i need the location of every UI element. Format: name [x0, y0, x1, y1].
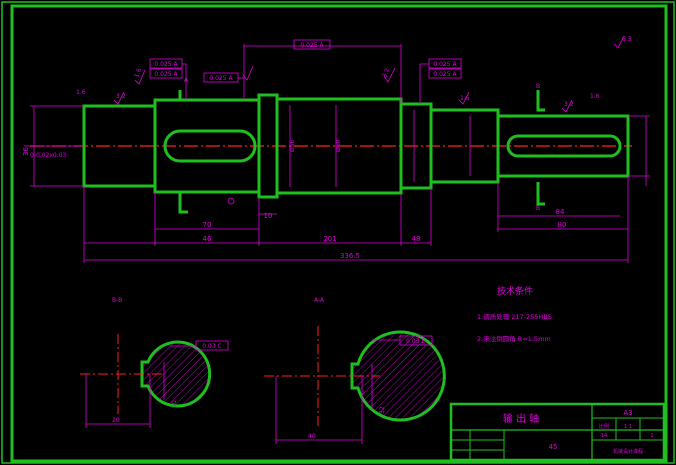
- tech-item-1: 1.调质处理 217-255HBS: [477, 312, 552, 321]
- frame-mid: [203, 72, 239, 83]
- dim-span-right: 48: [412, 235, 421, 243]
- section-b-width: 20: [112, 417, 120, 424]
- frame-right-b: [428, 68, 462, 79]
- dim-small-step: 10: [264, 212, 273, 220]
- roughness-symbols: [113, 35, 625, 113]
- drawing-frame-inner: [10, 4, 668, 463]
- dim-dia-step: Ø56: [289, 139, 296, 152]
- section-a-label: A-A: [314, 297, 325, 304]
- title-block-cell-a: 比例: [599, 423, 609, 430]
- section-a-depth: 52: [379, 406, 386, 414]
- tech-title: 技术条件: [497, 285, 533, 297]
- section-a-frame: [399, 335, 433, 346]
- dim-total-length: 336.5: [340, 252, 360, 260]
- dimension-lines: [24, 44, 650, 263]
- dim-span-mid: 201: [323, 235, 336, 243]
- frame-left-text: 0.025 A: [154, 61, 178, 68]
- section-mark-b-top: B: [536, 83, 540, 90]
- section-mark-b-bottom: B: [536, 205, 540, 212]
- frame-right: [428, 58, 462, 69]
- roughness-r1: 1.6: [76, 89, 86, 96]
- roughness-r7: 3.2: [564, 101, 574, 108]
- title-block-cell-d: 14: [601, 433, 607, 439]
- title-block-cell-b: 1:1: [624, 424, 632, 430]
- roughness-general: 6.3: [622, 36, 632, 43]
- dim-span-left: 46: [203, 235, 212, 243]
- title-block-cell-c: 1: [650, 433, 653, 439]
- section-b-depth: 50: [171, 400, 178, 408]
- frame-right-text: 0.025 A: [433, 61, 457, 68]
- dim-keyway-left: 70: [203, 221, 212, 229]
- section-mark-circle: [227, 197, 235, 205]
- title-block-sheet: A3: [623, 409, 632, 417]
- dim-right-shaft-len: 84: [556, 208, 565, 216]
- section-b-label: B-B: [112, 297, 122, 304]
- dimension-labels: 336.5 46 201 48 70 10 80 84 36 0-0.02x0.…: [22, 139, 566, 260]
- section-a-shape: [350, 330, 446, 422]
- roughness-r3: 1.6: [590, 93, 600, 100]
- section-b-shape: [140, 340, 212, 408]
- dim-dia-mid: Ø60: [335, 139, 342, 152]
- section-view-b: B-B 0.03 C 20 50: [80, 297, 229, 428]
- roughness-r5: 3.2: [381, 67, 391, 79]
- section-a-frame-text: 0.03 D: [406, 338, 426, 345]
- section-view-a: A-A 0.03 D 40 52: [264, 297, 446, 444]
- title-block-school: 机械设计课程: [613, 448, 643, 455]
- frame-left: [149, 58, 183, 69]
- datum-label-a: A: [184, 77, 189, 84]
- dim-left-dia-note: 0-0.02x0.03: [30, 152, 66, 159]
- frame-left-b-text: 0.025 A: [154, 71, 178, 78]
- frame-right-b-text: 0.025 A: [433, 71, 457, 78]
- shaft-outline: [82, 90, 630, 214]
- frame-mid-text: 0.025 A: [209, 75, 233, 82]
- frame-left-b: [149, 68, 183, 79]
- title-block-name: 输 出 轴: [503, 412, 539, 425]
- title-block-text: 输 出 轴 A3 45 比例 1:1 1 14 机械设计课程: [503, 409, 654, 455]
- technical-requirements: 技术条件 1.调质处理 217-255HBS 2.未注倒圆角 R=1.5mm: [477, 285, 552, 343]
- roughness-r4: 1.6: [133, 67, 143, 79]
- title-block: [449, 402, 666, 462]
- roughness-r2: 3.2: [116, 93, 126, 100]
- tech-item-2: 2.未注倒圆角 R=1.5mm: [477, 334, 551, 343]
- roughness-r6: 1.6: [460, 95, 470, 102]
- frame-top-text: 0.025 A: [300, 42, 324, 49]
- section-b-frame: [195, 340, 229, 351]
- dim-keyway-right: 80: [558, 221, 567, 229]
- section-b-frame-text: 0.03 C: [202, 343, 221, 350]
- section-a-width: 40: [308, 433, 316, 440]
- dim-left-shaft-len: 36: [22, 147, 30, 156]
- roughness-values: 6.3 1.6 3.2 1.6 1.6 3.2 1.6 3.2: [76, 36, 632, 108]
- title-block-material: 45: [549, 443, 558, 451]
- frame-top: [293, 39, 331, 50]
- tolerance-frames: 0.025 A 0.025 A 0.025 A 0.025 A 0.025 A …: [149, 39, 462, 104]
